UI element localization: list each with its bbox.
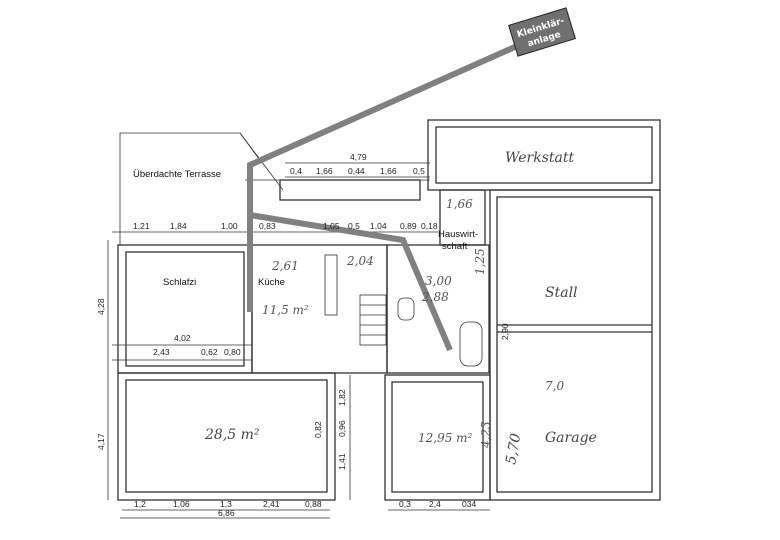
dim-label: 2,04 (346, 254, 374, 268)
dimension-lines (107, 162, 490, 519)
dim-label: 2,43 (153, 347, 170, 357)
dim-label: 1,3 (220, 499, 232, 509)
dim-label: 0,96 (337, 420, 347, 437)
dim-label: 7,0 (545, 379, 564, 393)
dim-label: 1,21 (133, 221, 150, 231)
stable-label: Stall (545, 285, 578, 301)
dim-label: 1,04 (370, 221, 387, 231)
dim-label: 1,25 (473, 248, 487, 275)
dim-label: 6,86 (218, 508, 235, 518)
dim-label: 0,5 (413, 166, 425, 176)
dim-label: 2,88 (421, 290, 449, 304)
dim-label: 1,66 (380, 166, 397, 176)
walls (117, 119, 661, 501)
dim-label: 2,90 (500, 323, 510, 340)
dim-label: 1,00 (221, 221, 238, 231)
dim-label: 0,4 (290, 166, 302, 176)
dim-label: 1,06 (173, 499, 190, 509)
dim-label: 0,18 (421, 221, 438, 231)
workshop-label: Werkstatt (505, 150, 574, 166)
dim-label: 4,28 (96, 298, 106, 315)
dim-label: 2,41 (263, 499, 280, 509)
dim-label: 3,00 (425, 274, 452, 288)
kitchen-area: 11,5 m² (262, 303, 309, 317)
dim-label: 4,02 (174, 333, 191, 343)
dim-label: 4,23 (479, 421, 493, 449)
bathtub (459, 321, 483, 367)
kitchen-label: Küche (258, 277, 285, 288)
dim-label: 5,70 (503, 432, 524, 466)
dim-label: 034 (462, 499, 476, 509)
dim-label: 1,05 (323, 221, 340, 231)
dim-label: 1,84 (170, 221, 187, 231)
bedroom-label: Schlafzi (163, 277, 196, 288)
dim-label: 2,4 (429, 499, 441, 509)
terrace-label: Überdachte Terrasse (133, 169, 221, 180)
dim-label: 1,82 (337, 389, 347, 406)
dim-label: 1,66 (446, 197, 473, 211)
room-right-area: 12,95 m² (418, 431, 473, 445)
dim-label: 0,89 (400, 221, 417, 231)
dim-label: 1,66 (316, 166, 333, 176)
dim-label: 0,3 (399, 499, 411, 509)
dim-label: 0,83 (259, 221, 276, 231)
dim-label: 1,41 (337, 453, 347, 470)
dim-label: 0,5 (348, 221, 360, 231)
stairs (359, 294, 387, 346)
utility-label-1: Hauswirt- (438, 229, 478, 240)
dim-label: 0,62 (201, 347, 218, 357)
living-area: 28,5 m² (204, 427, 260, 443)
septic-tank-box: Kleinklär- anlage (508, 7, 576, 57)
dim-label: 0,80 (224, 347, 241, 357)
dim-label: 4,17 (96, 433, 106, 450)
sewage-pipe-main (247, 35, 537, 312)
dim-label: 0,88 (305, 499, 322, 509)
dim-label: 0,44 (348, 166, 365, 176)
dim-label: 4,79 (350, 152, 367, 162)
dim-label: 1,2 (134, 499, 146, 509)
garage-label: Garage (545, 430, 597, 446)
sewage-pipe-branch (249, 212, 453, 352)
dim-label: 2,61 (271, 259, 299, 273)
dim-label: 0,82 (313, 421, 323, 438)
toilet (397, 297, 415, 321)
utility-label-2: schaft (442, 241, 468, 252)
